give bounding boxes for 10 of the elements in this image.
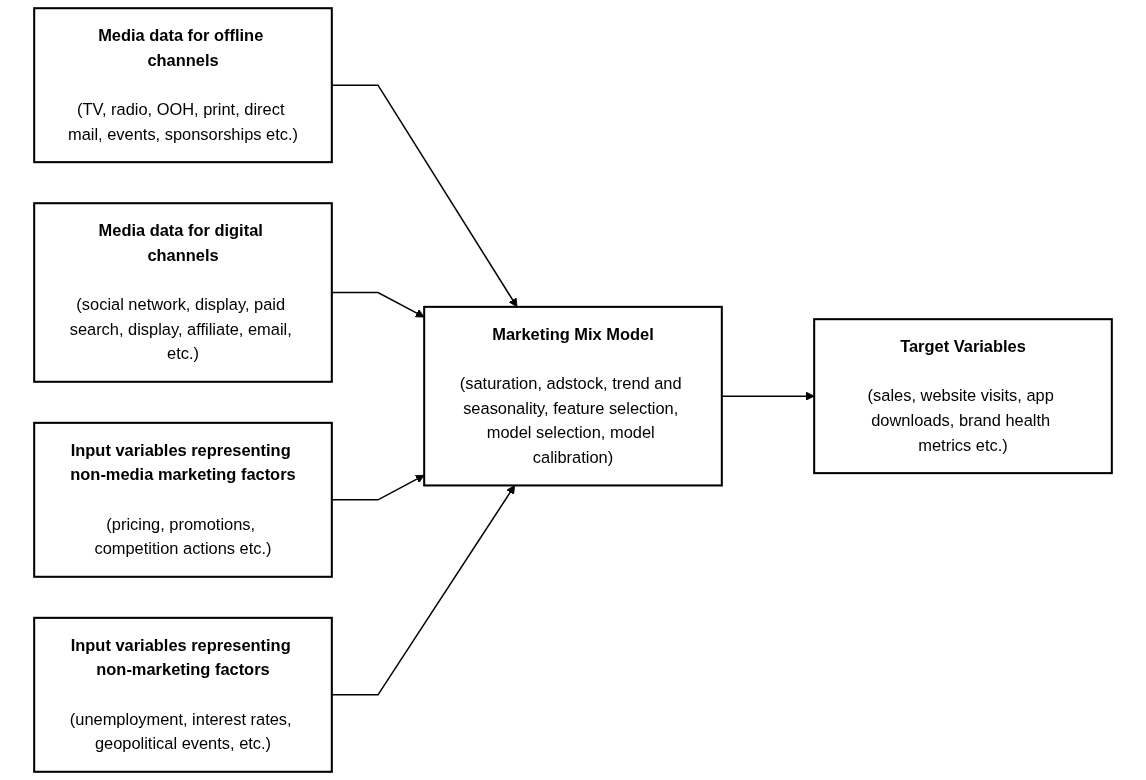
node-box: Marketing Mix Model (saturation, adstock, trend and seasonality, feature selection, model selection, model calibration) xyxy=(423,305,723,487)
arrow xyxy=(331,485,516,696)
arrow xyxy=(331,291,425,318)
arrow xyxy=(331,474,425,501)
node-box: Input variables representing non-media marketing factors (pricing, promotions, competition actions etc.) xyxy=(33,421,333,578)
arrow xyxy=(721,391,815,401)
node-box: Media data for digital channels (social network, display, paid search, display, affiliate, email, etc.) xyxy=(33,202,333,383)
node-box: Media data for offline channels (TV, radio, OOH, print, direct mail, events, sponsorships etc.) xyxy=(33,7,333,164)
node-box: Input variables representing non-marketing factors (unemployment, interest rates, geopolitical events, etc.) xyxy=(33,616,333,773)
node-box: Target Variables (sales, website visits, app downloads, brand health metrics etc.) xyxy=(813,318,1113,475)
